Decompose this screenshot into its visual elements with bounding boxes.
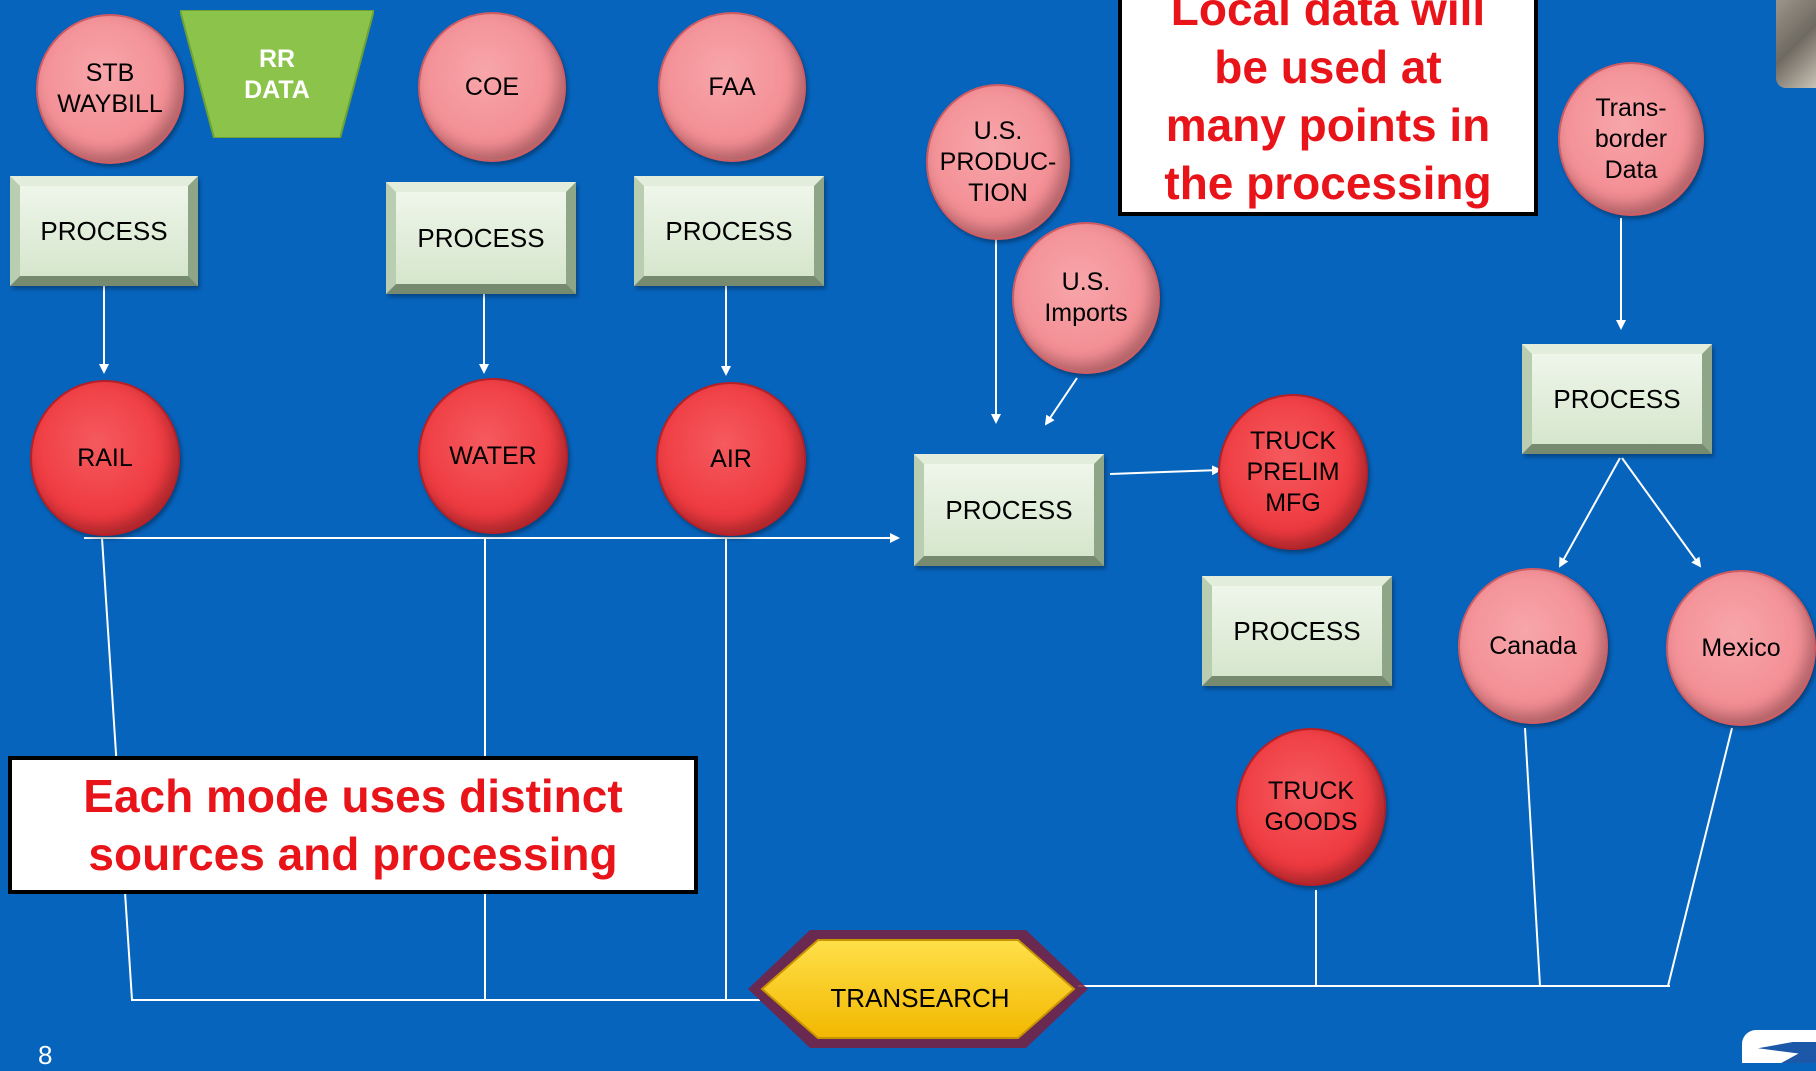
stb-waybill-node: STB WAYBILL xyxy=(36,14,184,164)
process-box-truck: PROCESS xyxy=(914,454,1104,566)
process-box-air: PROCESS xyxy=(634,176,824,286)
rr-data-node xyxy=(180,10,374,138)
line-rail-transearch xyxy=(101,537,760,1001)
transearch-label: TRANSEARCH xyxy=(830,983,1010,1013)
transearch-node xyxy=(748,930,1088,1048)
canada-node: Canada xyxy=(1458,568,1608,724)
transborder-data-node: Trans- border Data xyxy=(1558,62,1704,216)
each-mode-callout: Each mode uses distinct sources and proc… xyxy=(8,756,698,894)
faa-node: FAA xyxy=(658,12,806,162)
process-box-transborder: PROCESS xyxy=(1522,344,1712,454)
slide-number: 8 xyxy=(38,1040,53,1070)
arrow-process-truck xyxy=(1109,465,1222,476)
coe-node: COE xyxy=(418,12,566,162)
arrow-process-canada xyxy=(1559,457,1621,568)
arrow-process-mexico xyxy=(1621,457,1702,568)
mexico-node: Mexico xyxy=(1666,570,1816,726)
rr-data-label: RR DATA xyxy=(244,45,310,104)
process-box-rail: PROCESS xyxy=(10,176,198,286)
truck-prelim-mfg-node: TRUCK PRELIM MFG xyxy=(1218,394,1368,550)
air-node: AIR xyxy=(656,382,806,536)
process-box-water: PROCESS xyxy=(386,182,576,294)
water-node: WATER xyxy=(418,378,568,534)
us-production-node: U.S. PRODUC- TION xyxy=(926,84,1070,240)
rail-node: RAIL xyxy=(30,380,180,536)
arrow-imports-process xyxy=(1044,377,1078,426)
line-mexico-down xyxy=(1667,727,1733,987)
local-data-callout: Local data will be used at many points i… xyxy=(1118,0,1538,216)
truck-goods-node: TRUCK GOODS xyxy=(1236,728,1386,886)
corner-photo xyxy=(1776,0,1816,88)
us-imports-node: U.S. Imports xyxy=(1012,222,1160,374)
process-box-truck-goods: PROCESS xyxy=(1202,576,1392,686)
line-canada-down xyxy=(1524,727,1541,987)
